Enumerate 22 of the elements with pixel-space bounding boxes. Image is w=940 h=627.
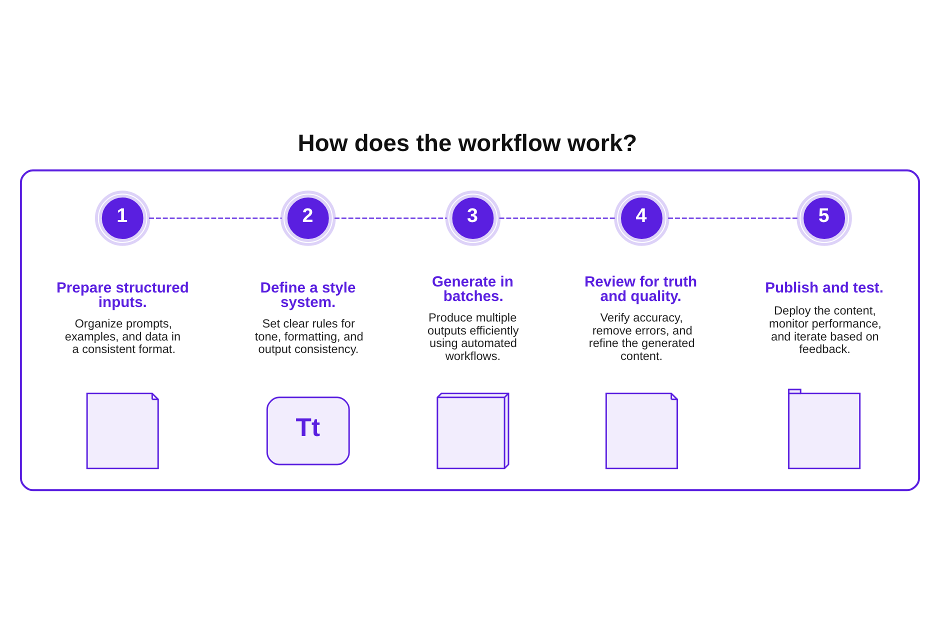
connector (149, 218, 282, 219)
connector (499, 218, 616, 219)
diagram-title: How does the workflow work? (298, 130, 638, 157)
node-circle: 1 (94, 190, 150, 246)
node-label: Prepare structured inputs. (56, 280, 189, 312)
connector (334, 218, 447, 219)
node-circle: 5 (796, 190, 852, 246)
node-label: Generate in batches. (432, 274, 514, 306)
node-label: Verify accuracy, remove errors, and refine the generated content. (588, 310, 695, 363)
cluster (20, 169, 920, 492)
node-circle: 4 (614, 190, 670, 246)
node-label: Review for truth and quality. (584, 274, 698, 306)
node-label: Define a style system. (260, 280, 356, 312)
node-label: Set clear rules for tone, formatting, and output consistency. (254, 316, 364, 356)
node-box: Tt (266, 396, 350, 466)
node-label: Publish and test. (765, 280, 884, 296)
node-label: Produce multiple outputs efficiently using automated workflows. (428, 310, 519, 363)
node-label: Organize prompts, examples, and data in a consistent format. (64, 316, 181, 356)
node-label: Deploy the content, monitor performance, and iterate based on feedback. (769, 304, 882, 356)
connector (668, 218, 798, 219)
node-circle: 2 (280, 190, 336, 246)
node-circle: 3 (445, 190, 501, 246)
